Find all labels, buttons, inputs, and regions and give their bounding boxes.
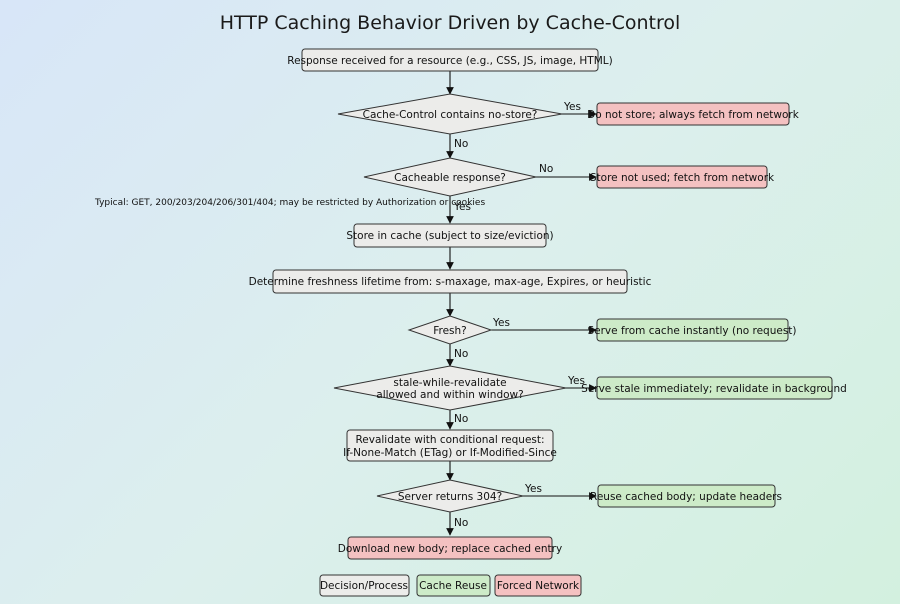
legend-item-reuse: Cache Reuse (416, 574, 491, 597)
node-label-line2: If-None-Match (ETag) or If-Modified-Sinc… (343, 447, 557, 459)
edge-label-no: No (454, 517, 468, 529)
edge-label-yes: Yes (567, 375, 585, 387)
node-label: Store in cache (subject to size/eviction… (346, 230, 553, 242)
legend-item-process: Decision/Process (319, 574, 410, 597)
node-revalidate: Revalidate with conditional request: If-… (343, 429, 557, 462)
node-label: Do not store; always fetch from network (587, 109, 800, 121)
node-download-new: Download new body; replace cached entry (338, 536, 562, 560)
legend-item-forced: Forced Network (494, 574, 582, 597)
decision-cacheable: Cacheable response? (363, 157, 537, 197)
node-freshness: Determine freshness lifetime from: s-max… (249, 269, 652, 294)
node-label: Store not used; fetch from network (590, 172, 775, 184)
edge-label-no: No (539, 163, 553, 175)
edge-label-no: No (454, 138, 468, 150)
node-label: Response received for a resource (e.g., … (287, 55, 612, 67)
decision-label: Cache-Control contains no-store? (363, 109, 538, 121)
node-response-received: Response received for a resource (e.g., … (287, 48, 613, 72)
legend: Decision/Process Cache Reuse Forced Netw… (319, 574, 582, 597)
node-store-in-cache: Store in cache (subject to size/eviction… (346, 223, 554, 248)
edge-label-no: No (454, 348, 468, 360)
node-label: Serve from cache instantly (no request) (587, 325, 796, 337)
decision-server-304: Server returns 304? (376, 479, 524, 513)
node-store-not-used: Store not used; fetch from network (590, 165, 775, 189)
decision-label: Fresh? (433, 325, 467, 337)
legend-label: Forced Network (497, 580, 580, 592)
edge-label-yes: Yes (492, 317, 510, 329)
decision-label: Server returns 304? (398, 491, 502, 503)
cacheable-note: Typical: GET, 200/203/204/206/301/404; m… (94, 198, 485, 208)
node-serve-cache: Serve from cache instantly (no request) (587, 318, 797, 342)
node-label: Reuse cached body; update headers (590, 491, 782, 503)
decision-swr: stale-while-revalidate allowed and withi… (333, 365, 567, 411)
node-label: Serve stale immediately; revalidate in b… (581, 383, 847, 395)
legend-label: Decision/Process (320, 580, 408, 592)
decision-label: Cacheable response? (394, 172, 506, 184)
legend-label: Cache Reuse (419, 580, 487, 592)
node-label: Determine freshness lifetime from: s-max… (249, 276, 652, 288)
node-serve-stale: Serve stale immediately; revalidate in b… (581, 376, 847, 400)
edge-label-no: No (454, 413, 468, 425)
edge-label-yes: Yes (524, 483, 542, 495)
decision-label-line1: stale-while-revalidate (393, 377, 506, 389)
edge-label-yes: Yes (563, 101, 581, 113)
connectors (446, 71, 597, 536)
node-reuse-body: Reuse cached body; update headers (590, 484, 782, 508)
diagram-title: HTTP Caching Behavior Driven by Cache-Co… (220, 12, 681, 34)
edge-label-yes: Yes (453, 201, 471, 213)
decision-label-line2: allowed and within window? (376, 389, 523, 401)
node-do-not-store: Do not store; always fetch from network (587, 102, 800, 126)
decision-no-store: Cache-Control contains no-store? (337, 93, 563, 135)
node-label: Download new body; replace cached entry (338, 543, 562, 555)
node-label-line1: Revalidate with conditional request: (355, 434, 544, 446)
decision-fresh: Fresh? (407, 315, 493, 345)
